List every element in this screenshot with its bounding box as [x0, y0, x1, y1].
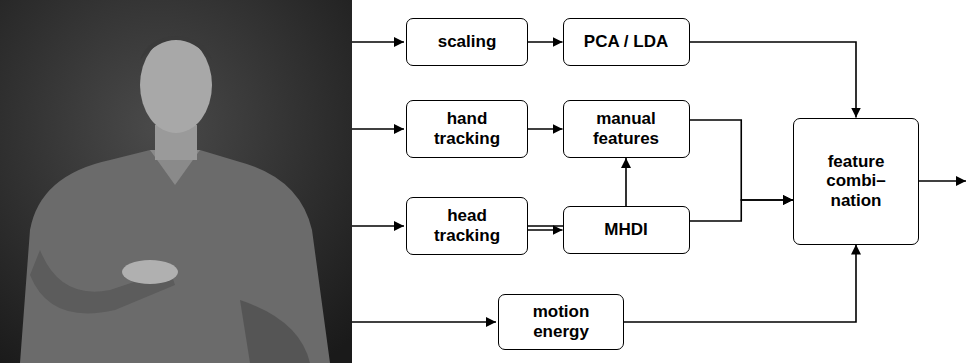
flow-arrow [624, 245, 856, 323]
box-label: scaling [438, 32, 497, 52]
output-arrow [919, 180, 966, 182]
shirt [20, 150, 330, 363]
input-arrow [352, 128, 404, 130]
box-label: feature combi– nation [815, 152, 897, 211]
process-box: manual features [563, 100, 690, 158]
process-box: hand tracking [406, 100, 528, 158]
process-box: feature combi– nation [793, 118, 919, 245]
box-label: hand tracking [420, 109, 515, 148]
hand [122, 260, 178, 284]
video-frame [0, 0, 352, 363]
flow-arrow [528, 41, 563, 43]
process-box: PCA / LDA [563, 18, 690, 66]
head [140, 37, 212, 133]
input-arrow [352, 225, 404, 227]
backdrop [0, 0, 352, 363]
box-label: head tracking [420, 206, 515, 245]
other-arm [240, 300, 310, 363]
flow-arrow [690, 120, 794, 200]
box-label: PCA / LDA [584, 32, 668, 52]
flow-arrow [528, 229, 563, 231]
process-box: MHDI [563, 206, 690, 254]
box-label: manual features [579, 109, 674, 148]
process-box: motion energy [498, 294, 624, 350]
box-label: motion energy [514, 302, 609, 341]
flow-arrow [690, 42, 857, 118]
input-arrow [352, 41, 404, 43]
flow-arrow [528, 128, 563, 130]
process-box: head tracking [406, 197, 528, 255]
box-label: MHDI [604, 220, 647, 240]
flow-arrow [690, 200, 794, 221]
input-arrow [352, 321, 496, 323]
process-box: scaling [406, 18, 528, 66]
hair [140, 36, 212, 60]
